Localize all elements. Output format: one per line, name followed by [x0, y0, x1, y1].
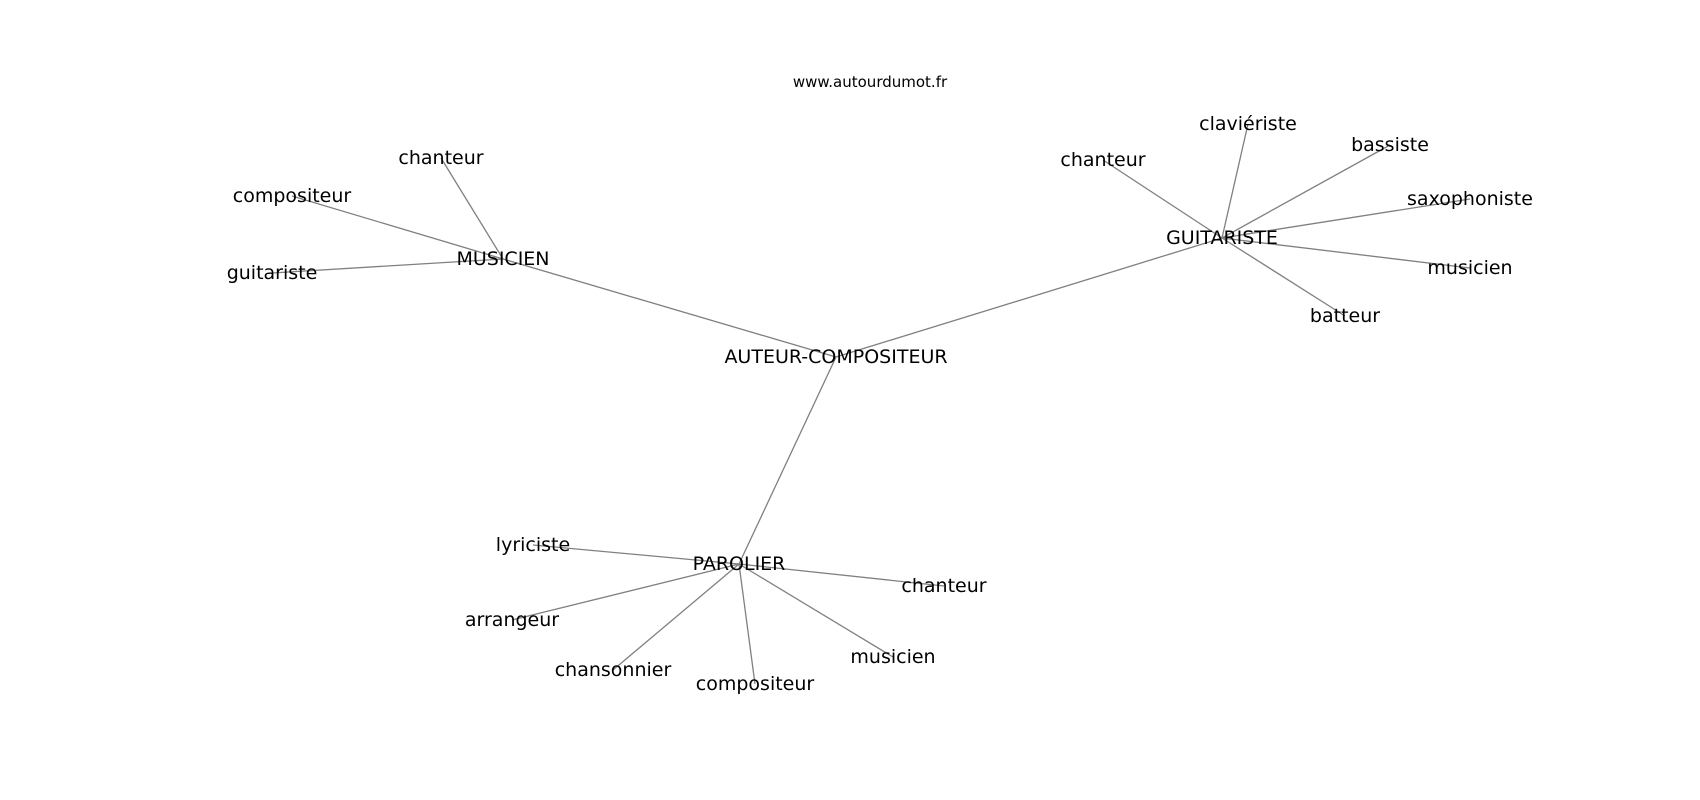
site-url-label[interactable]: www.autourdumot.fr — [793, 73, 948, 91]
node-leaf-parolier-compositeur[interactable]: compositeur — [696, 673, 815, 695]
edge-parolier-chansonnier — [612, 563, 740, 671]
node-leaf-parolier-chanteur[interactable]: chanteur — [901, 575, 986, 597]
node-leaf-musicien-chanteur[interactable]: chanteur — [398, 147, 483, 169]
node-leaf-guitariste-bassiste[interactable]: bassiste — [1351, 134, 1429, 156]
edge-musicien-guitariste — [271, 258, 504, 274]
edge-parolier-arrangeur — [511, 563, 740, 621]
node-leaf-guitariste-clavieriste[interactable]: claviériste — [1199, 113, 1297, 135]
node-hub-parolier[interactable]: PAROLIER — [693, 553, 786, 575]
node-leaf-parolier-musicien[interactable]: musicien — [850, 646, 935, 668]
node-leaf-musicien-compositeur[interactable]: compositeur — [233, 185, 352, 207]
edge-guitariste-clavieriste — [1221, 123, 1249, 239]
edge-parolier-compositeur — [738, 563, 756, 685]
node-center[interactable]: AUTEUR-COMPOSITEUR — [724, 346, 947, 368]
edge-guitariste-chanteur — [1102, 159, 1223, 239]
node-leaf-guitariste-batteur[interactable]: batteur — [1310, 305, 1380, 327]
edge-musicien-chanteur — [440, 157, 504, 260]
edge-musicien-compositeur — [291, 195, 504, 260]
graph-labels: AUTEUR-COMPOSITEUR MUSICIEN chanteur com… — [227, 113, 1533, 695]
edge-guitariste-saxophoniste — [1221, 198, 1471, 239]
edge-center-parolier — [738, 356, 837, 565]
node-leaf-parolier-lyriciste[interactable]: lyriciste — [496, 534, 570, 556]
edge-guitariste-musicien — [1221, 237, 1471, 269]
edge-center-musicien — [502, 258, 837, 358]
node-leaf-guitariste-saxophoniste[interactable]: saxophoniste — [1407, 188, 1533, 210]
node-hub-guitariste[interactable]: GUITARISTE — [1166, 227, 1278, 249]
node-leaf-guitariste-chanteur[interactable]: chanteur — [1060, 149, 1145, 171]
node-leaf-musicien-guitariste[interactable]: guitariste — [227, 262, 318, 284]
edge-guitariste-batteur — [1221, 237, 1346, 317]
node-leaf-parolier-arrangeur[interactable]: arrangeur — [465, 609, 559, 631]
edge-parolier-lyriciste — [532, 544, 740, 565]
node-leaf-guitariste-musicien[interactable]: musicien — [1427, 257, 1512, 279]
node-hub-musicien[interactable]: MUSICIEN — [456, 248, 549, 270]
node-leaf-parolier-chansonnier[interactable]: chansonnier — [555, 659, 672, 681]
edge-parolier-chanteur — [738, 563, 945, 587]
edge-center-guitariste — [835, 237, 1223, 358]
edge-parolier-musicien — [738, 563, 894, 658]
edge-guitariste-bassiste — [1221, 144, 1391, 239]
graph-edges — [271, 123, 1471, 685]
